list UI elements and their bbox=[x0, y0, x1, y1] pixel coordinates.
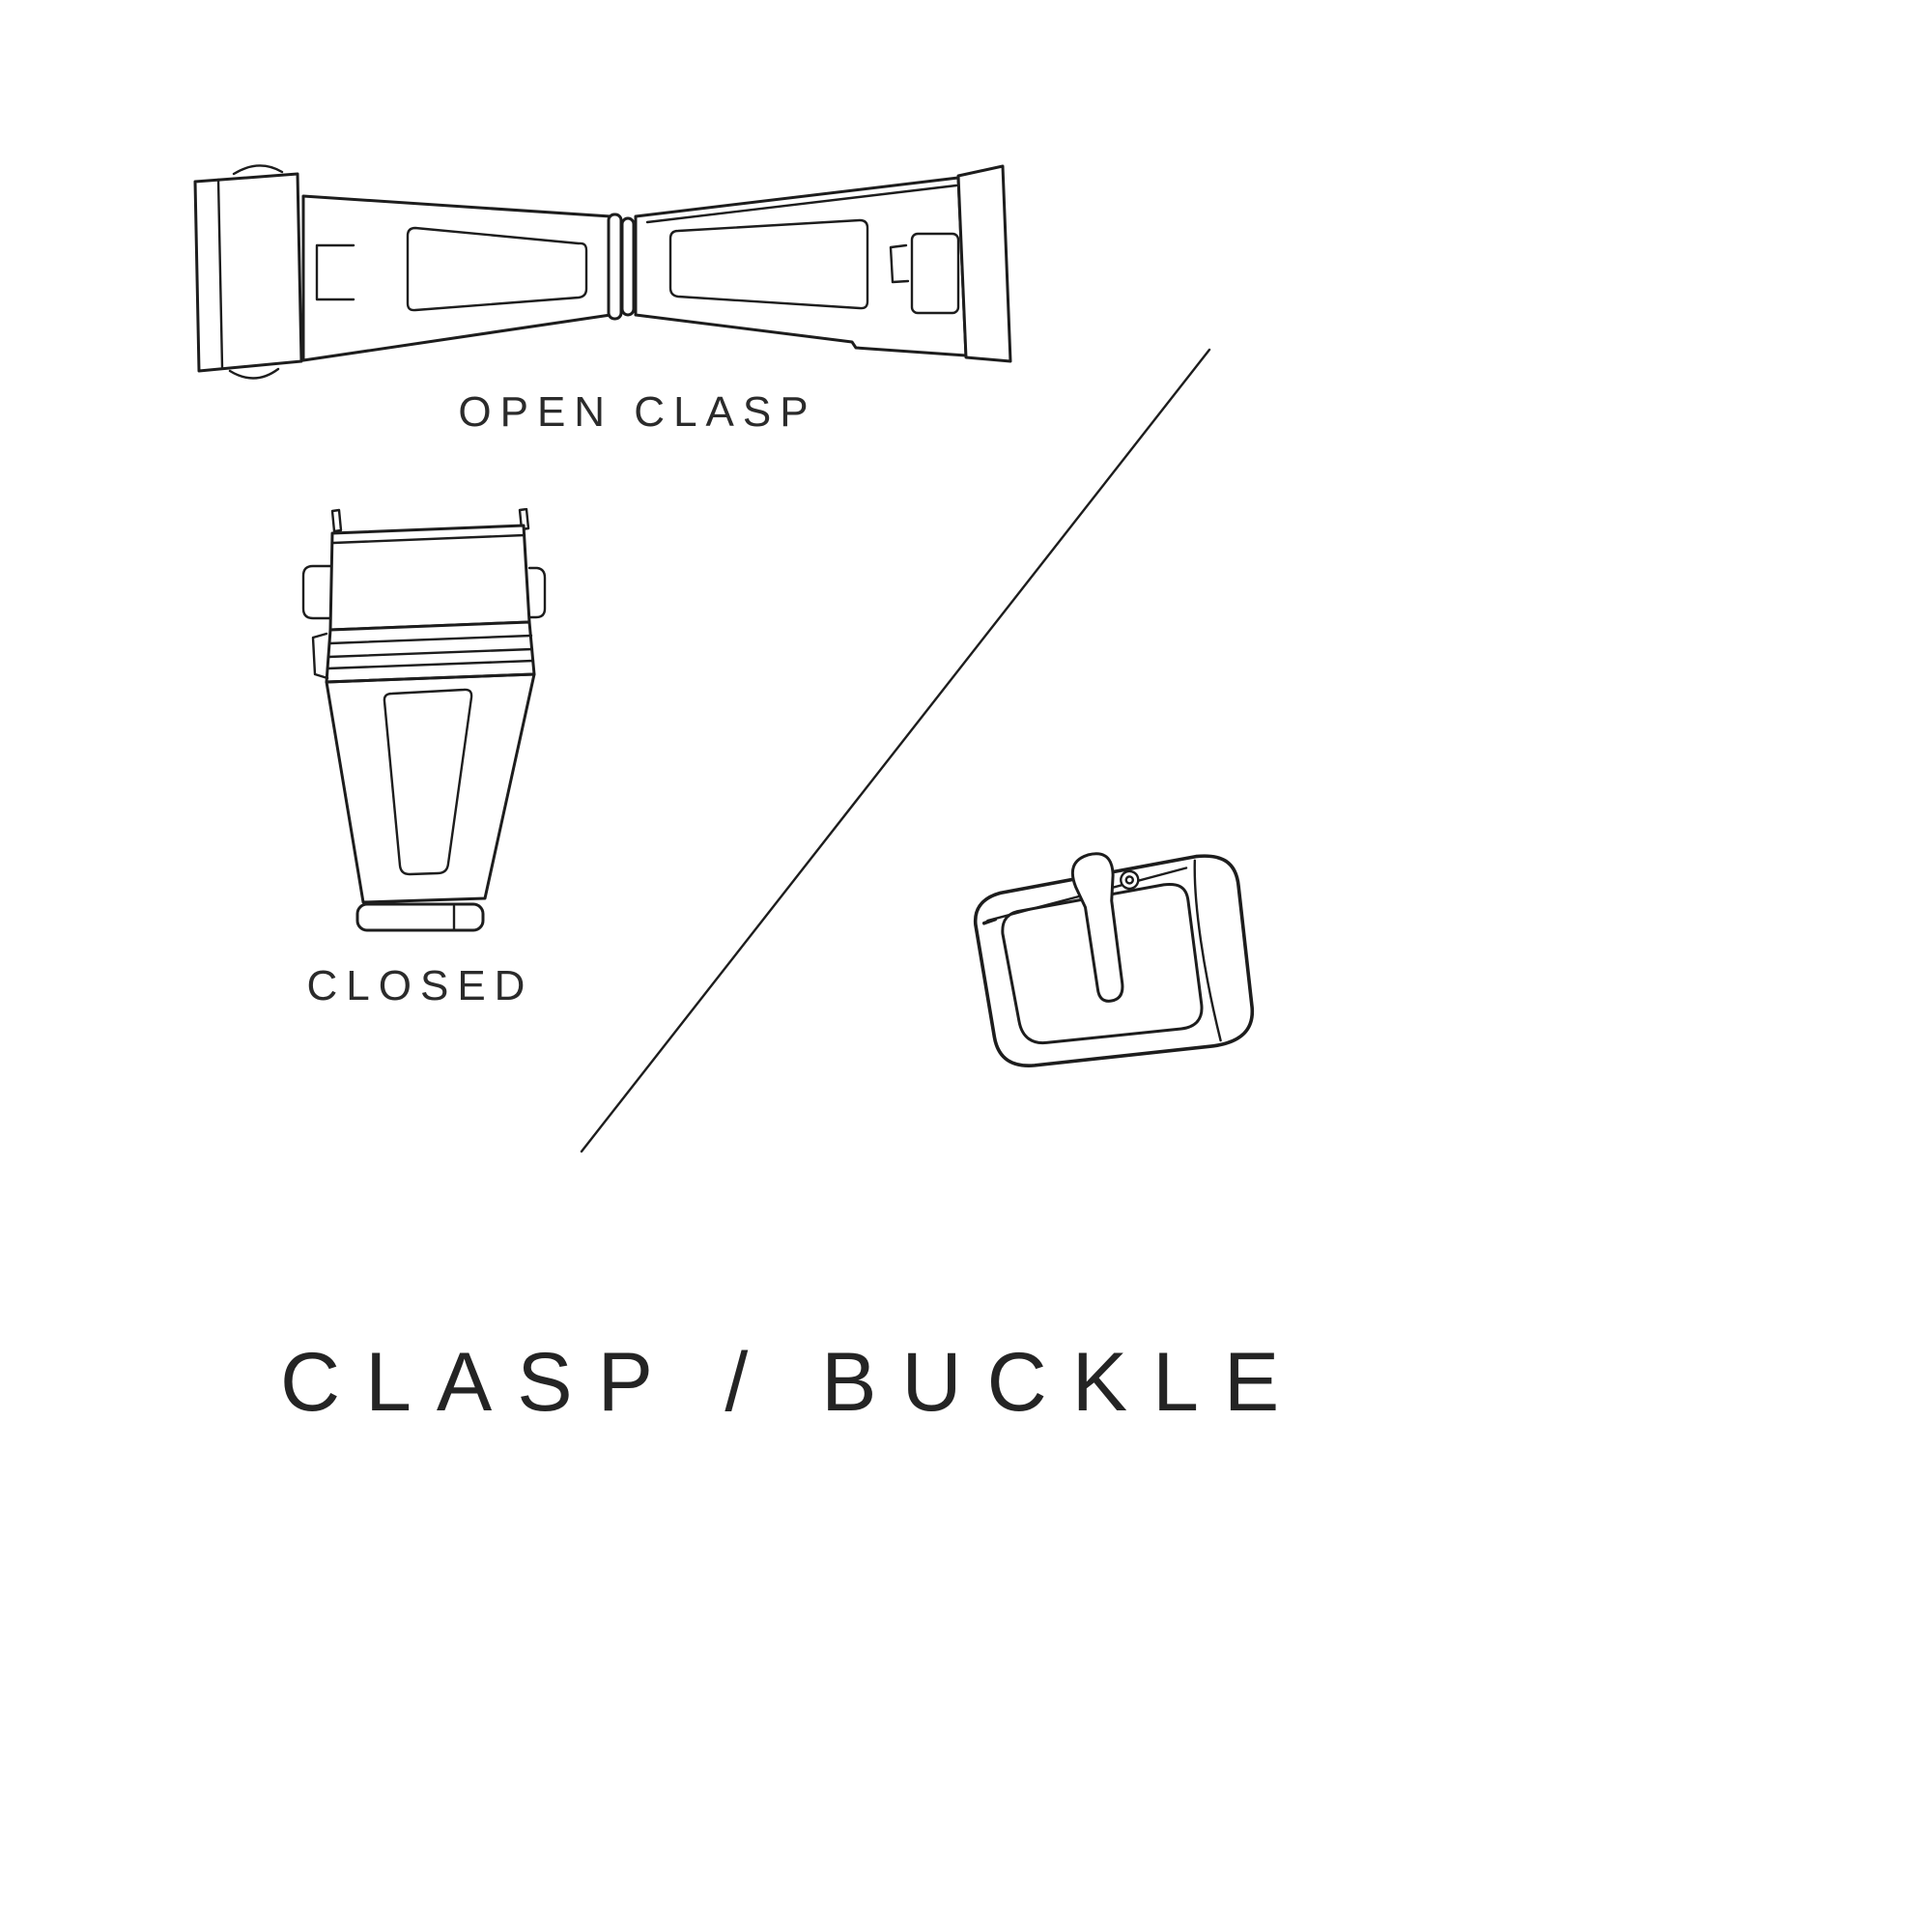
open-clasp-figure bbox=[193, 164, 1012, 380]
diagram-title: CLASP / BUCKLE bbox=[280, 1336, 1305, 1429]
open-clasp-label: OPEN CLASP bbox=[458, 388, 817, 436]
closed-clasp-figure bbox=[301, 508, 547, 932]
closed-clasp-label: CLOSED bbox=[306, 962, 534, 1009]
buckle-figure bbox=[973, 852, 1255, 1067]
divider-line bbox=[580, 348, 1211, 1153]
